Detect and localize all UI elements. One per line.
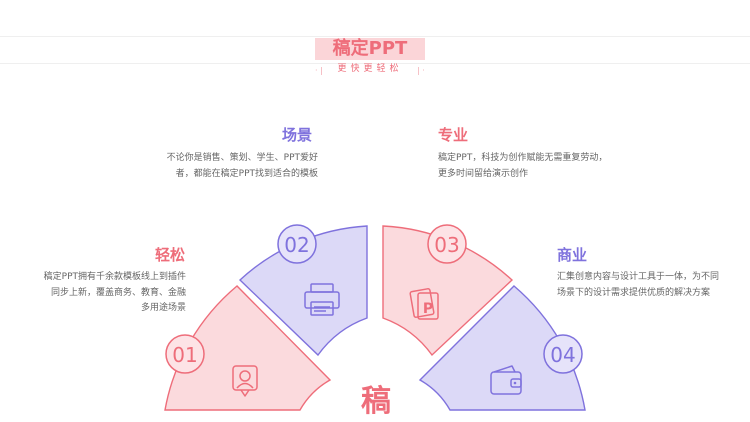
subtitle-dots-right: | · (417, 66, 425, 75)
desc-line: 稿定PPT，科技为创作赋能无需重复劳动， (438, 153, 608, 163)
feature-desc-01: 稿定PPT拥有千余款模板线上到插件 同步上新，覆盖商务、教育、金融 多用途场景 (20, 270, 186, 317)
segment-02 (238, 225, 368, 357)
desc-line: 不论你是销售、策划、学生、PPT爱好 (166, 153, 318, 163)
ppt-file-icon: P (409, 288, 439, 320)
portrait-frame-icon (232, 365, 258, 397)
header: 稿定PPT 更快更轻松 · | | · (305, 36, 435, 80)
title-highlight (315, 38, 425, 60)
svg-text:02: 02 (284, 233, 309, 257)
feature-title-03: 专业 (438, 126, 469, 144)
svg-text:03: 03 (434, 233, 459, 257)
svg-text:01: 01 (172, 343, 197, 367)
subtitle-dots-left: · | (315, 66, 323, 75)
page-subtitle: 更快更轻松 (337, 64, 403, 74)
feature-desc-03: 稿定PPT，科技为创作赋能无需重复劳动， 更多时间留给演示创作 (438, 151, 638, 182)
segment-03 (382, 225, 514, 357)
feature-title-04: 商业 (557, 246, 588, 264)
svg-text:P: P (423, 301, 433, 317)
segment-01 (164, 285, 332, 411)
desc-line: 汇集创意内容与设计工具于一体，为不同 (557, 272, 720, 282)
wallet-icon (490, 365, 522, 395)
desc-line: 多用途场景 (140, 303, 186, 313)
segment-04 (418, 285, 586, 411)
number-badge-03: 03 (427, 224, 467, 264)
number-badge-02: 02 (277, 224, 317, 264)
center-char: 稿 (361, 384, 391, 419)
feature-title-02: 场景 (282, 126, 313, 144)
number-badge-01: 01 (165, 334, 205, 374)
top-rule (0, 36, 750, 37)
desc-line: 更多时间留给演示创作 (438, 168, 529, 179)
printer-icon (304, 283, 340, 316)
feature-title-01: 轻松 (155, 246, 186, 264)
header-rule (0, 63, 750, 64)
number-badge-04: 04 (543, 334, 583, 374)
desc-line: 稿定PPT拥有千余款模板线上到插件 (43, 272, 186, 282)
feature-desc-04: 汇集创意内容与设计工具于一体，为不同 场景下的设计需求提供优质的解决方案 (557, 270, 745, 301)
desc-line: 者，都能在稿定PPT找到适合的模板 (175, 168, 318, 179)
svg-text:04: 04 (550, 343, 575, 367)
desc-line: 场景下的设计需求提供优质的解决方案 (557, 287, 711, 298)
desc-line: 同步上新，覆盖商务、教育、金融 (50, 287, 186, 298)
feature-desc-02: 不论你是销售、策划、学生、PPT爱好 者，都能在稿定PPT找到适合的模板 (120, 151, 318, 182)
page-title: 稿定PPT (332, 38, 408, 59)
